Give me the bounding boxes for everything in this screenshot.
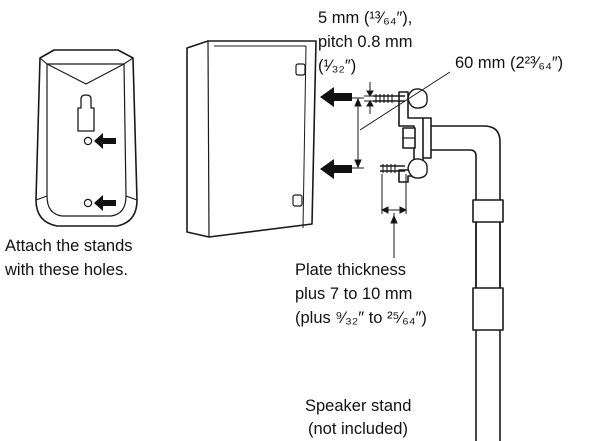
plate-thickness-line2: plus 7 to 10 mm — [295, 285, 413, 303]
screw-size-line2: pitch 0.8 mm — [318, 33, 413, 51]
holes-label-line1: Attach the stands — [5, 237, 133, 255]
wing-nut-upper — [407, 88, 428, 109]
screw-size-line1: 5 mm (¹³⁄₆₄″), — [318, 9, 413, 27]
arrow-left-icon — [94, 133, 116, 149]
wing-nut-lower — [407, 158, 428, 179]
arrow-left-icon — [320, 159, 352, 179]
mounting-hole-lower — [83, 198, 93, 208]
stand-label-line1: Speaker stand — [305, 397, 412, 415]
speaker-stand — [431, 125, 504, 441]
mounting-hole-upper — [83, 136, 93, 146]
screw-arrow-icons — [320, 87, 352, 179]
screw-size-line3: (¹⁄₃₂″) — [318, 57, 357, 75]
mounting-screws — [373, 88, 428, 179]
speaker-side-view — [186, 40, 317, 238]
keyhole-slot — [77, 94, 95, 132]
arrow-left-icon — [94, 195, 116, 211]
dimension-lines — [352, 71, 451, 258]
holes-label-line2: with these holes. — [5, 261, 128, 279]
side-notch-upper — [295, 63, 306, 76]
spacing-label: 60 mm (2²³⁄₆₄″) — [455, 54, 564, 72]
hole-arrow-icons — [94, 133, 116, 211]
stand-label-line2: (not included) — [308, 420, 408, 438]
arrow-left-icon — [320, 87, 352, 107]
plate-thickness-line1: Plate thickness — [295, 261, 406, 279]
plate-thickness-line3: (plus ⁹⁄₃₂″ to ²⁵⁄₆₄″) — [295, 309, 427, 327]
speaker-rear-view — [35, 49, 138, 227]
side-notch-lower — [292, 194, 303, 207]
